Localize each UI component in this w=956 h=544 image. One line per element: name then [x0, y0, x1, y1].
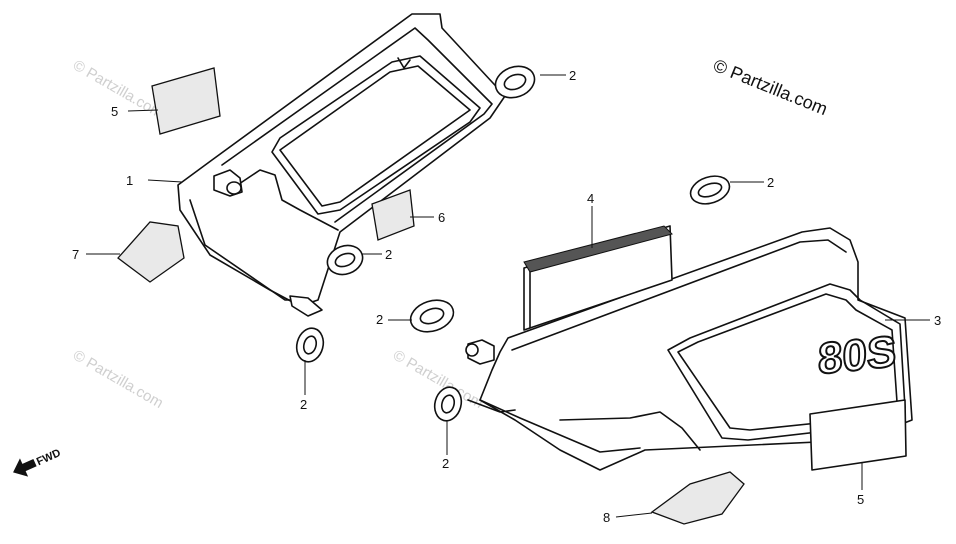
leader-lines	[86, 74, 930, 518]
callout-6: 6	[438, 210, 445, 225]
grommet[interactable]	[323, 241, 366, 280]
callout-4: 4	[587, 191, 594, 206]
fwd-label: FWD	[35, 447, 63, 468]
watermark: © Partzilla.com	[70, 347, 166, 412]
sticker-5[interactable]	[151, 67, 221, 135]
callout-2: 2	[569, 68, 576, 83]
callout-8: 8	[603, 510, 610, 525]
inner-panel[interactable]	[523, 225, 673, 331]
callout-1: 1	[126, 173, 133, 188]
callout-2: 2	[442, 456, 449, 471]
grommet[interactable]	[687, 171, 733, 208]
sticker-7[interactable]	[117, 221, 185, 283]
grommet[interactable]	[293, 325, 327, 365]
callout-5: 5	[111, 104, 118, 119]
callout-2: 2	[376, 312, 383, 327]
copyright-label: © Partzilla.com	[711, 55, 831, 119]
callouts: 1 2 2 2 2 2 2 3 4 5 5 6 7 8	[72, 68, 941, 525]
grommet[interactable]	[406, 295, 457, 337]
fwd-arrow-icon: FWD	[13, 447, 63, 477]
callout-7: 7	[72, 247, 79, 262]
callout-2: 2	[385, 247, 392, 262]
callout-5: 5	[857, 492, 864, 507]
grommet[interactable]	[491, 61, 539, 103]
grommet[interactable]	[431, 384, 465, 424]
emblem-80s[interactable]: 80S	[809, 326, 907, 471]
callout-2: 2	[300, 397, 307, 412]
callout-2: 2	[767, 175, 774, 190]
emblem-text: 80S	[818, 327, 896, 384]
sticker-6[interactable]	[371, 189, 415, 241]
callout-3: 3	[934, 313, 941, 328]
sticker-8[interactable]	[650, 471, 745, 525]
